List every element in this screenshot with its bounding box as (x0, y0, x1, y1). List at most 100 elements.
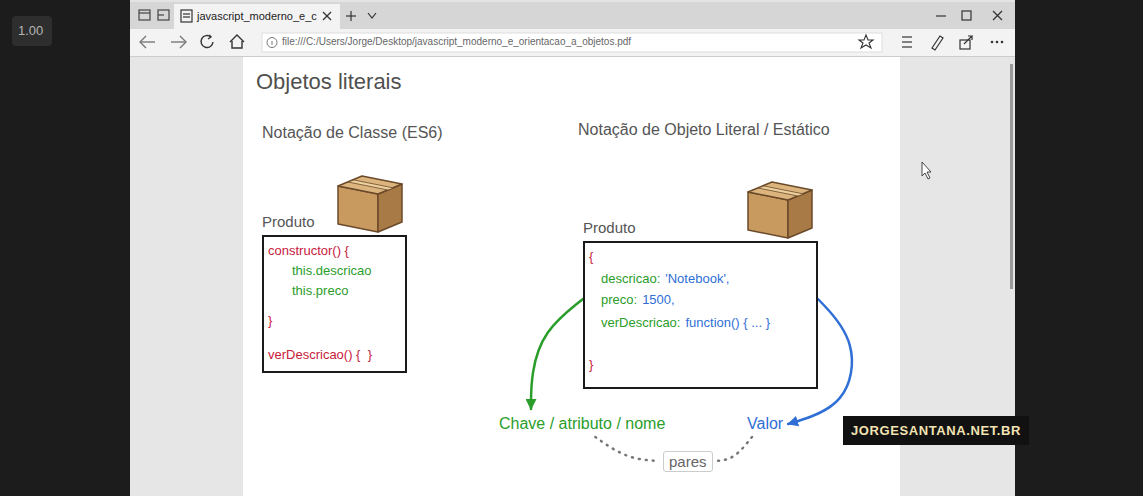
tab-icon (158, 10, 169, 20)
tab-symbols (181, 10, 1002, 22)
code-line: this.descricao (292, 263, 393, 279)
address-row (130, 29, 1015, 56)
tab-menu (368, 13, 376, 18)
code-line: } (268, 313, 393, 329)
caption-text: Valor (747, 414, 783, 434)
tab-title: javascript_moderno_e_c (197, 10, 317, 22)
box-tape (758, 186, 804, 196)
tab-close (323, 12, 331, 20)
code-line: verDescricao: function() { ... } (601, 315, 802, 331)
column-heading: Notação de Classe (ES6) (262, 124, 443, 142)
object-name: Produto (262, 212, 407, 232)
column-heading: Notação de Objeto Literal / Estático (578, 121, 830, 139)
home-icon (230, 35, 244, 42)
minimize-button (936, 15, 946, 16)
code-text: function() { ... } (685, 315, 770, 331)
tab-icon (139, 10, 150, 20)
curved-arrow (531, 299, 583, 409)
slide-page (243, 57, 900, 496)
more-icon (991, 41, 994, 44)
code-frame: constructor() { this.descricao this.preco}… (262, 235, 407, 373)
close-button (993, 11, 1002, 20)
close-button (993, 11, 1002, 20)
screen-ground (1015, 0, 1143, 496)
navigation-icons (140, 35, 244, 48)
tab-bar (130, 2, 1015, 29)
forward-arrow (171, 41, 186, 42)
more-icon (996, 41, 999, 44)
box-tape (348, 180, 394, 190)
value-caption: Valor (747, 414, 783, 434)
tab-icon-line (139, 12, 150, 13)
code-text: verDescricao: (601, 315, 680, 331)
code-line: preco: 1500, (601, 292, 802, 308)
caption-text: Chave / atributo / nome (499, 414, 665, 434)
slide-title: Objetos literais (256, 69, 402, 95)
hub-icon (902, 46, 912, 47)
code-line: this.preco (292, 283, 393, 299)
new-tab (350, 11, 351, 21)
back-arrow (140, 41, 155, 42)
dotted-link (595, 437, 659, 461)
info-icon (272, 41, 273, 45)
maximize-button (962, 11, 971, 20)
code-text: constructor() { (268, 243, 349, 259)
code-text: descricao: (601, 271, 660, 287)
code-text: verDescricao() { } (268, 347, 372, 363)
scrollbar (1010, 64, 1013, 289)
speed-indicator: 1.00 (18, 23, 43, 38)
active-tab (174, 4, 340, 30)
pdf-favicon-line (183, 13, 190, 14)
code-text: this.descricao (292, 263, 371, 279)
code-text: 1500, (642, 292, 675, 308)
code-line: constructor() { (268, 243, 393, 259)
code-text: } (268, 313, 272, 329)
code-text: preco: (601, 292, 637, 308)
tab-icon-line (158, 14, 164, 15)
address-url: file:///C:/Users/Jorge/Desktop/javascrip… (282, 36, 631, 47)
code-frame: { descricao: 'Notebook', preco: 1500, verDesc… (583, 241, 818, 389)
code-line: verDescricao() { } (268, 347, 393, 363)
object-literal-box: Produto { descricao: 'Notebook', preco: 1500,… (583, 218, 818, 389)
share-icon (960, 40, 970, 49)
class-box: Produto constructor() { this.descricao this… (262, 212, 407, 373)
tab-close (323, 12, 331, 20)
watermark: JORGESANTANA.NET.BR (843, 416, 1029, 445)
home-icon (232, 41, 242, 48)
code-text: this.preco (292, 283, 348, 299)
speed-badge (12, 16, 52, 46)
note-icon (932, 36, 943, 50)
hub-icon (902, 41, 912, 42)
back-arrow (140, 36, 146, 48)
code-line: descricao: 'Notebook', (601, 271, 802, 287)
favorite-star (859, 35, 873, 48)
dotted-link (717, 437, 752, 461)
more-icon (1001, 41, 1004, 44)
code-text: { (589, 249, 593, 265)
caption-text: pares (669, 452, 707, 471)
pdf-favicon-line (183, 16, 190, 17)
address-field (262, 33, 882, 52)
forward-arrow (180, 36, 186, 48)
code-text: 'Notebook', (665, 271, 729, 287)
object-name: Produto (583, 218, 818, 238)
toolbar-icons (902, 36, 972, 50)
box-top (338, 176, 402, 194)
box-top (748, 182, 812, 200)
hub-icon (902, 36, 912, 37)
mouse-cursor (922, 162, 931, 179)
refresh-icon (201, 35, 213, 47)
code-text: } (589, 357, 593, 373)
cardboard-box (748, 182, 812, 238)
share-icon (964, 36, 972, 44)
info-icon (267, 38, 277, 48)
pdf-favicon (181, 10, 192, 22)
tab-bar-icons (139, 10, 169, 20)
code-line: { (589, 249, 802, 265)
cardboard-box (338, 176, 402, 232)
pairs-caption: pares (663, 451, 713, 472)
toolbar-border (130, 56, 1015, 57)
code-line: } (589, 357, 802, 373)
